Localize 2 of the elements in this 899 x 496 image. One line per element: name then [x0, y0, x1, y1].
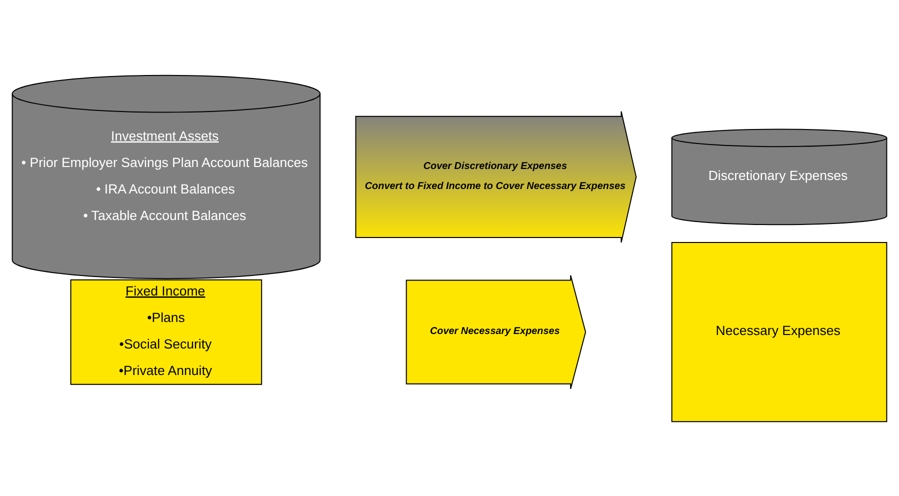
node-box: Necessary Expenses	[671, 241, 888, 422]
node-box: Fixed Income •Plans •Social Security •Private Annuity	[70, 278, 262, 384]
